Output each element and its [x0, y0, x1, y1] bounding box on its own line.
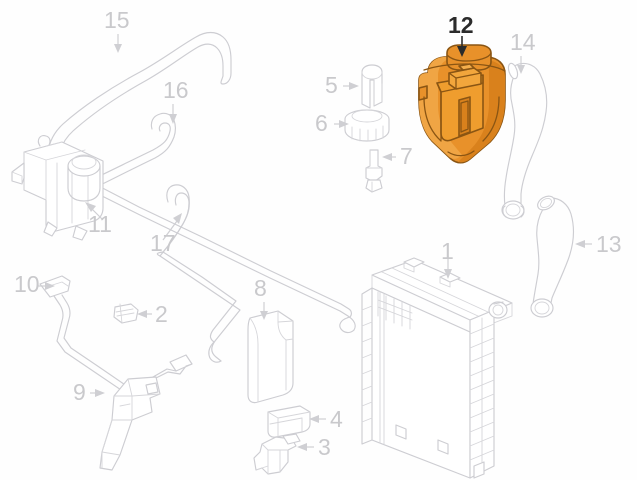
callout-label-6: 6: [315, 110, 328, 136]
callout-leader-12: [457, 36, 467, 57]
callout-label-12: 12: [448, 12, 474, 38]
callout-leader-11: [85, 202, 104, 221]
callout-leader-3: [297, 443, 314, 451]
part-11-coolant-reservoir: [11, 135, 104, 241]
part-8-air-deflector-shroud: [247, 310, 294, 404]
part-3-lower-bracket-clip: [253, 433, 301, 475]
callout-leader-4: [309, 415, 326, 423]
callout-label-9: 9: [73, 379, 86, 405]
callout-leader-14: [517, 56, 525, 74]
callout-leader-5: [343, 82, 359, 90]
part-7-coolant-level-sensor: [365, 149, 383, 193]
callout-label-8: 8: [254, 275, 267, 301]
part-2-grommet-mount: [113, 303, 139, 324]
part-10-coolant-pipe-assembly: [39, 275, 193, 397]
part-13-lower-radiator-hose: [530, 195, 574, 318]
callout-leader-9: [90, 389, 105, 397]
callout-leader-1: [444, 256, 452, 279]
callout-leader-10: [38, 282, 55, 290]
callout-label-3: 3: [318, 434, 331, 460]
callout-label-1: 1: [441, 238, 454, 264]
callout-leader-2: [137, 310, 152, 318]
callout-leader-16: [169, 104, 177, 124]
callout-label-13: 13: [596, 231, 622, 257]
part-14-upper-radiator-hose: [501, 62, 548, 220]
part-5-retaining-clip: [361, 64, 383, 109]
callout-label-10: 10: [14, 271, 40, 297]
callout-label-11: 11: [88, 211, 112, 237]
callout-label-16: 16: [163, 77, 189, 103]
callout-leader-17: [162, 213, 182, 241]
callout-label-17: 17: [150, 230, 176, 256]
part-16-upper-coolant-pipe: [85, 112, 356, 334]
part-9-mounting-bracket: [99, 376, 161, 471]
part-1-radiator: [361, 257, 513, 479]
callout-label-7: 7: [400, 143, 413, 169]
callout-leader-8: [260, 302, 268, 320]
callout-leader-6: [334, 120, 349, 128]
callout-label-5: 5: [325, 72, 338, 98]
callout-label-2: 2: [155, 301, 168, 327]
callout-label-4: 4: [330, 406, 343, 432]
callout-label-15: 15: [104, 7, 130, 33]
part-12-coolant-expansion-tank-highlighted: [418, 44, 506, 164]
part-6-expansion-tank-cap: [344, 109, 390, 142]
part-4-insulator-pad: [267, 405, 311, 438]
callout-leader-13: [575, 240, 592, 248]
callout-leader-7: [382, 153, 396, 161]
part-17-lower-coolant-pipe: [156, 184, 241, 363]
callout-leader-15: [114, 34, 122, 53]
callout-label-14: 14: [510, 29, 536, 55]
